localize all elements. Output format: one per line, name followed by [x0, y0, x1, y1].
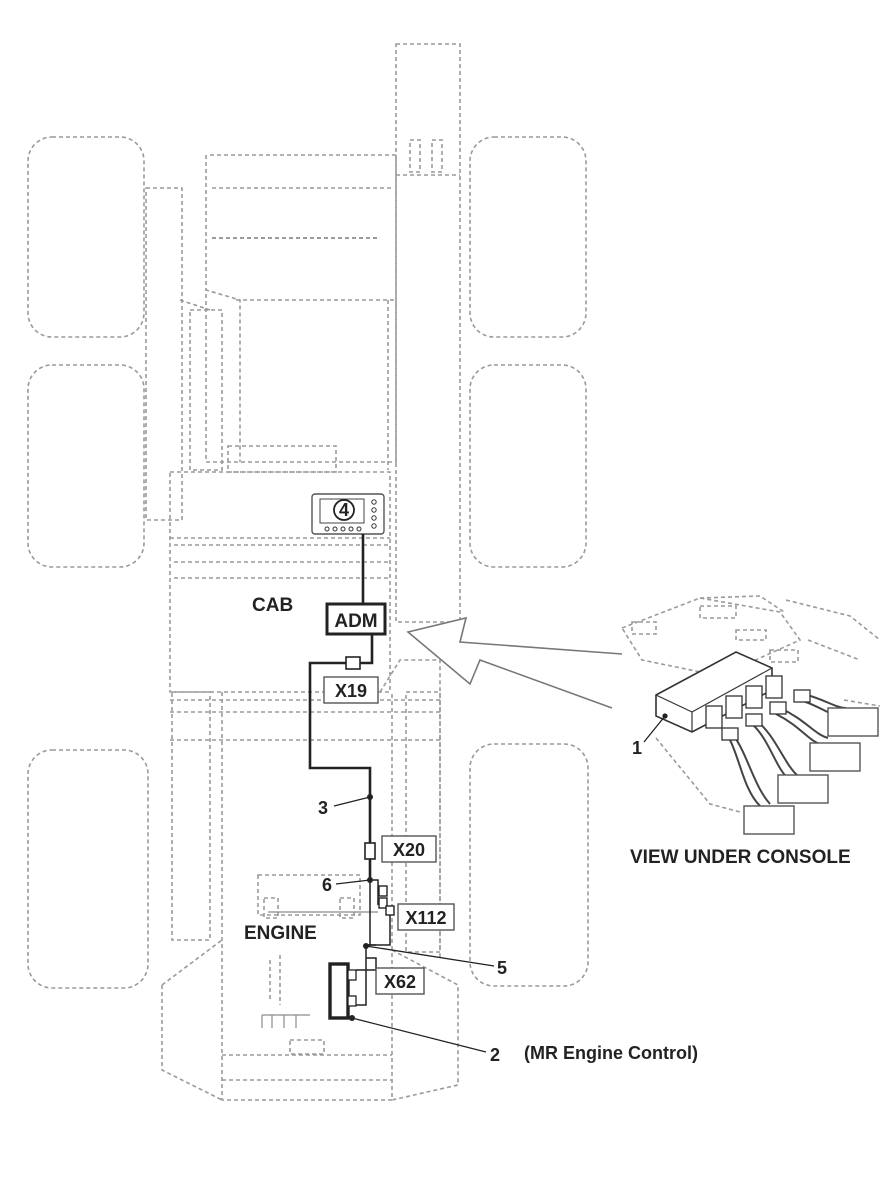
svg-text:X19: X19 — [335, 681, 367, 701]
mid-right-wheel — [469, 364, 587, 568]
callout-2: 2 — [490, 1045, 500, 1065]
display-unit: 4 — [311, 493, 385, 535]
mr-engine-control-unit — [328, 962, 357, 1020]
x112-connector-glyph-c — [385, 905, 395, 916]
tractor-outline — [27, 43, 589, 1101]
rear-right-wheel — [469, 743, 589, 987]
console-inset: 1 — [620, 595, 880, 835]
callout-3: 3 — [318, 798, 328, 818]
svg-text:X62: X62 — [384, 972, 416, 992]
console-tag-2 — [809, 742, 861, 772]
svg-text:ADM: ADM — [334, 611, 377, 632]
x112-label: X112 — [397, 903, 455, 931]
x19-connector-glyph — [345, 656, 361, 670]
x20-connector-glyph — [364, 842, 376, 860]
x20-label: X20 — [381, 835, 437, 863]
engine-block-outline — [257, 874, 361, 916]
callout-6: 6 — [322, 875, 332, 895]
front-left-wheel — [27, 136, 145, 338]
boom-arm — [395, 43, 461, 623]
callout-4-circle — [333, 499, 355, 521]
x19-label: X19 — [323, 676, 379, 704]
console-tag-4 — [743, 805, 795, 835]
callout-1: 1 — [632, 738, 642, 758]
cab-outline — [169, 471, 391, 693]
rear-counterweight — [161, 939, 459, 1101]
view-under-console-label: VIEW UNDER CONSOLE — [630, 847, 851, 868]
front-right-wheel — [469, 136, 587, 338]
x62-label: X62 — [375, 967, 425, 995]
engine-label: ENGINE — [244, 923, 317, 944]
mr-engine-control-label: (MR Engine Control) — [524, 1043, 698, 1063]
mid-left-wheel — [27, 364, 145, 568]
rear-chassis — [221, 692, 393, 1101]
view-arrow — [406, 616, 623, 709]
x112-connector-glyph-a — [378, 885, 388, 897]
svg-text:X20: X20 — [393, 840, 425, 860]
callout-4: 4 — [339, 500, 349, 520]
cab-label: CAB — [252, 595, 293, 616]
engine-hood — [205, 154, 397, 463]
callout-5: 5 — [497, 958, 507, 978]
adm-label: ADM — [325, 602, 387, 636]
console-tag-3 — [777, 774, 829, 804]
console-tag-1 — [827, 707, 879, 737]
x112-connector-glyph-b — [378, 897, 388, 909]
rear-left-wheel — [27, 749, 149, 989]
svg-text:X112: X112 — [405, 908, 446, 928]
